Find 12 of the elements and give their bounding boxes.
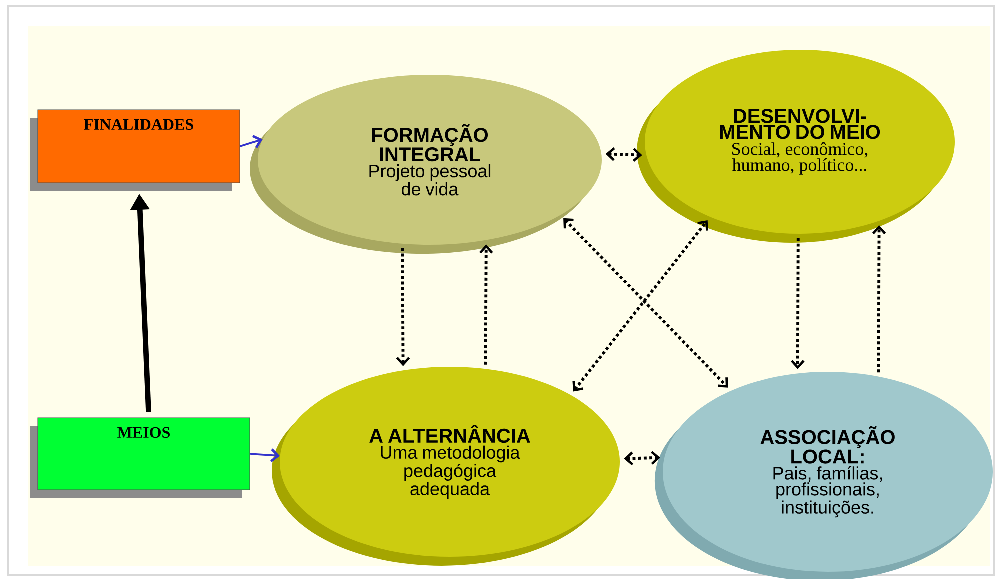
arrow [250, 448, 280, 462]
arrow [572, 220, 708, 392]
arrow [606, 148, 642, 162]
arrow [872, 225, 886, 373]
arrow [396, 248, 410, 366]
label-box: MEIOS [30, 418, 250, 498]
arrow [564, 218, 728, 388]
arrow [791, 238, 805, 370]
arrow [624, 451, 660, 466]
label-box: FINALIDADES [30, 110, 240, 191]
arrow [240, 135, 263, 148]
arrow [479, 244, 494, 365]
